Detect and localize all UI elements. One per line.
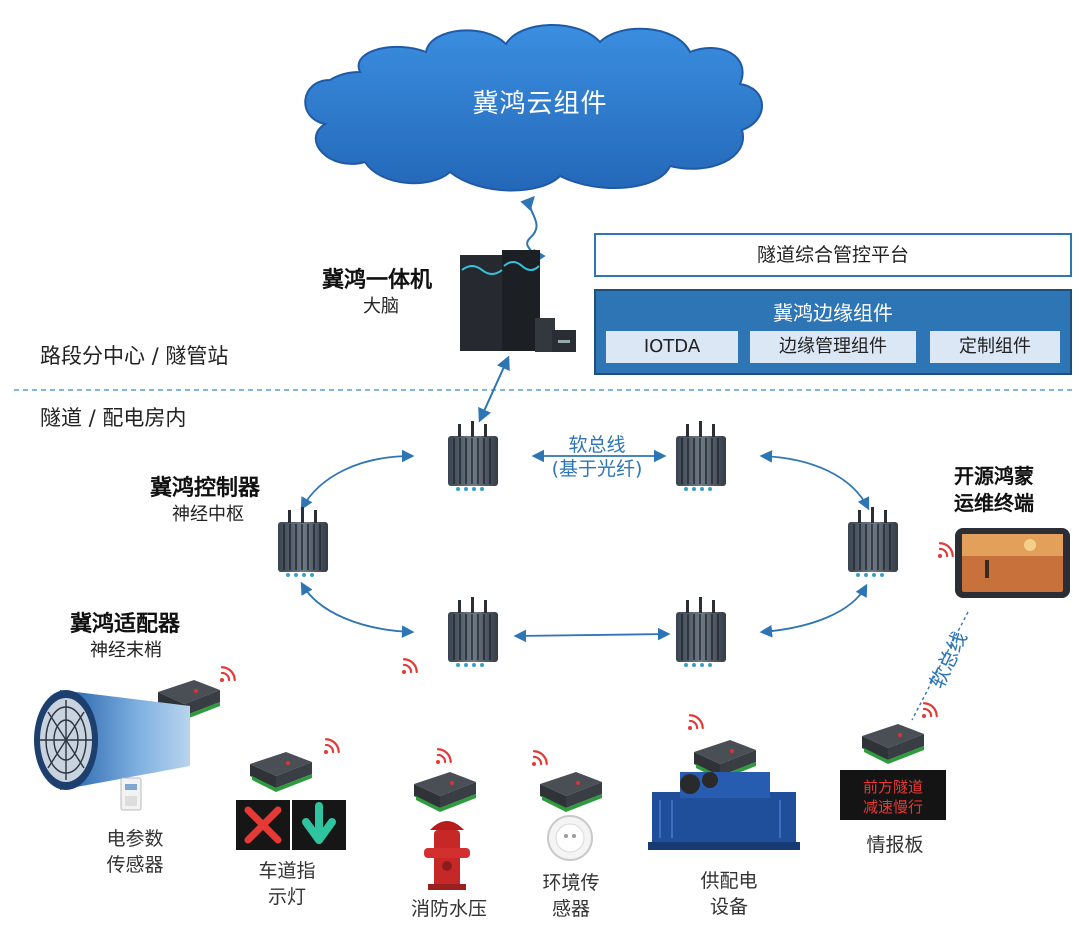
server-title: 冀鸿一体机 bbox=[322, 268, 433, 293]
device-label-line: 设备 bbox=[709, 896, 748, 918]
led-board-line-1: 前方隧道 bbox=[863, 778, 923, 796]
soft-bus-line-1: 软总线 bbox=[568, 434, 626, 456]
server-gateway-link bbox=[478, 355, 510, 423]
terminal-soft-bus-label: 软总线 bbox=[925, 628, 972, 693]
signal-icon bbox=[686, 711, 707, 732]
adapter-subtitle: 神经末梢 bbox=[90, 640, 162, 661]
terminal-title-line-2: 运维终端 bbox=[954, 491, 1034, 515]
device-label-line: 感器 bbox=[551, 898, 590, 920]
signal-icon bbox=[434, 745, 455, 766]
adapter-device bbox=[540, 772, 602, 812]
soft-bus-label: 软总线 (基于光纤) bbox=[526, 433, 668, 481]
generator-set bbox=[648, 772, 800, 850]
environment-sensor bbox=[547, 815, 593, 861]
server-rack bbox=[460, 250, 576, 352]
device-label-info-board: 情报板 bbox=[850, 832, 940, 858]
gateway-right bbox=[847, 506, 899, 578]
device-label-power-sensor: 电参数 传感器 bbox=[90, 826, 180, 878]
adapter-title: 冀鸿适配器 bbox=[70, 612, 181, 637]
soft-bus-line-2: (基于光纤) bbox=[551, 458, 643, 480]
terminal-title-line-1: 开源鸿蒙 bbox=[954, 464, 1034, 488]
fire-hydrant bbox=[424, 821, 470, 890]
controller-subtitle: 神经中枢 bbox=[172, 504, 244, 525]
controller-title: 冀鸿控制器 bbox=[150, 476, 261, 501]
lane-signal-green bbox=[292, 800, 346, 850]
ring-links bbox=[300, 449, 870, 643]
edge-item-edge-management: 边缘管理组件 bbox=[750, 331, 916, 363]
edge-item-custom: 定制组件 bbox=[930, 331, 1060, 363]
cloud-label: 冀鸿云组件 bbox=[472, 89, 608, 119]
gateway-bottom-right bbox=[675, 596, 727, 668]
device-label-env-sensor: 环境传 感器 bbox=[526, 870, 616, 922]
device-label-line: 环境传 bbox=[542, 872, 600, 894]
lane-signal-red bbox=[236, 800, 290, 850]
signal-icon bbox=[400, 655, 421, 676]
zone-lower-label: 隧道 / 配电房内 bbox=[40, 406, 187, 430]
jet-fan bbox=[34, 690, 190, 790]
server-subtitle: 大脑 bbox=[363, 296, 399, 317]
device-label-line: 情报板 bbox=[866, 834, 924, 856]
device-label-line: 传感器 bbox=[106, 854, 164, 876]
signal-icon bbox=[530, 747, 551, 768]
terminal-board-link bbox=[911, 611, 969, 721]
edge-item-iotda: IOTDA bbox=[606, 331, 738, 363]
device-label-line: 示灯 bbox=[267, 886, 306, 908]
edge-title: 冀鸿边缘组件 bbox=[773, 301, 893, 325]
gateway-left bbox=[277, 506, 329, 578]
adapter-device bbox=[414, 772, 476, 812]
device-label-line: 供配电 bbox=[700, 870, 758, 892]
signal-icon bbox=[936, 539, 957, 560]
edge-components-panel: 冀鸿边缘组件 IOTDA 边缘管理组件 定制组件 bbox=[594, 289, 1072, 375]
cloud-shape bbox=[304, 24, 763, 192]
device-label-lane-light: 车道指 示灯 bbox=[242, 858, 332, 910]
zone-upper-label: 路段分中心 / 隧管站 bbox=[40, 344, 229, 368]
device-label-line: 消防水压 bbox=[410, 898, 487, 920]
signal-icon bbox=[920, 699, 941, 720]
adapter-device bbox=[862, 724, 924, 764]
led-board-line-2: 减速慢行 bbox=[863, 798, 923, 816]
device-label-power-supply: 供配电 设备 bbox=[684, 868, 774, 920]
gateway-bottom-left bbox=[447, 596, 499, 668]
gateway-top-right bbox=[675, 420, 727, 492]
device-label-fire-pressure: 消防水压 bbox=[396, 896, 502, 922]
platform-box: 隧道综合管控平台 bbox=[594, 233, 1072, 277]
led-info-board: 前方隧道 减速慢行 bbox=[840, 770, 946, 820]
signal-icon bbox=[322, 735, 343, 756]
harmony-terminal-tablet bbox=[955, 528, 1070, 598]
gateway-top-left bbox=[447, 420, 499, 492]
adapter-device bbox=[250, 752, 312, 792]
signal-icon bbox=[218, 663, 239, 684]
device-label-line: 车道指 bbox=[258, 860, 316, 882]
device-label-line: 电参数 bbox=[106, 828, 164, 850]
power-meter bbox=[120, 777, 142, 811]
